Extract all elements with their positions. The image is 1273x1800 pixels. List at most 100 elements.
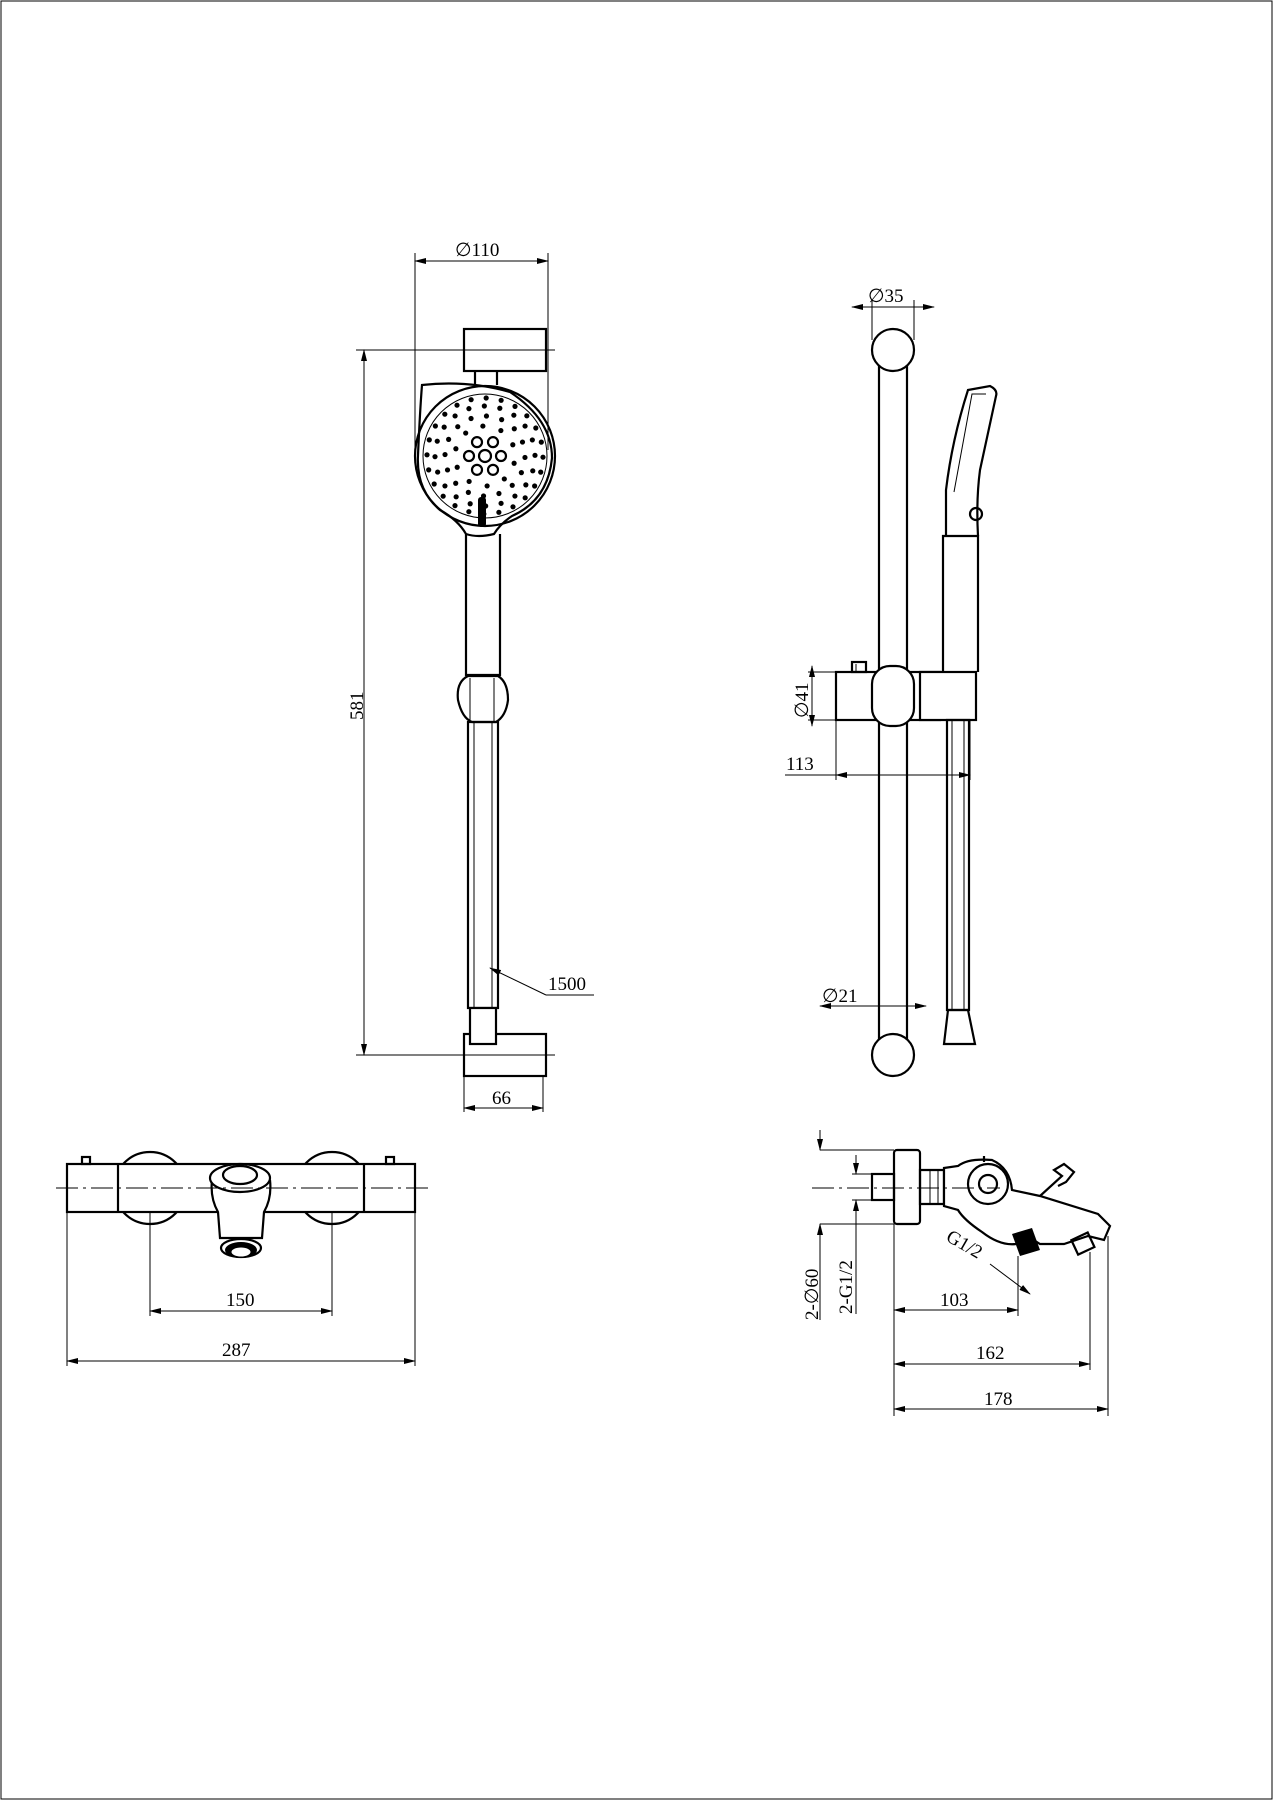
nozzle-dot — [431, 481, 437, 487]
nozzle-dot — [454, 402, 460, 408]
side-handle — [1039, 1162, 1076, 1197]
slider — [456, 674, 510, 724]
nozzle-dot — [512, 403, 518, 409]
nozzle-dot — [497, 405, 503, 411]
nozzle-dot — [532, 483, 538, 489]
nozzle-dot — [454, 464, 460, 470]
nozzle-dot — [499, 417, 505, 423]
nozzle-dot — [470, 463, 484, 476]
nozzle-dot — [424, 452, 430, 458]
nozzle-dot — [467, 501, 473, 507]
nozzle-dot — [441, 424, 447, 430]
dim-178: 178 — [984, 1389, 1013, 1410]
nozzle-dot — [455, 424, 461, 430]
nozzle-dot — [498, 500, 504, 506]
mixer-side-view: 2-∅60 2-G1/2 G1/2 103 162 178 — [802, 1130, 1112, 1416]
outlet-thread — [1012, 1228, 1040, 1256]
nozzle-dot — [529, 437, 535, 443]
dim-mixer-centers: 150 — [226, 1290, 255, 1311]
dim-mixer-total: 287 — [222, 1340, 251, 1361]
nozzle-dot — [483, 413, 490, 419]
nozzle-dot — [510, 504, 516, 510]
nozzle-dot — [435, 469, 441, 475]
mixer-front-view: 150 287 — [56, 1150, 432, 1366]
nozzle-dot — [510, 442, 516, 448]
nozzle-dot — [452, 503, 458, 509]
nozzle-dot — [466, 406, 472, 412]
dim-flange-diameter: 2-∅60 — [802, 1269, 823, 1320]
nozzle-dot — [496, 490, 502, 497]
nozzle-dot — [522, 495, 528, 501]
handle — [464, 534, 502, 677]
nozzle-dot — [465, 489, 471, 495]
nozzle-dot — [468, 415, 474, 422]
nozzle-dot — [519, 439, 526, 445]
nozzle-dot — [532, 452, 538, 458]
nozzle-dot — [533, 425, 539, 431]
side-view: ∅35 ∅41 113 ∅21 — [785, 286, 998, 1078]
nozzle-dot — [540, 454, 546, 460]
nozzle-dot — [509, 482, 515, 488]
dim-handset-offset: 113 — [786, 754, 814, 775]
nozzle-dot — [453, 446, 459, 452]
nozzle-dot — [480, 423, 486, 429]
side-hose — [945, 718, 971, 1012]
nozzle-dot — [486, 463, 500, 476]
nozzle-dot — [466, 509, 472, 515]
nozzle-dot — [522, 423, 528, 429]
nozzle-dot — [442, 483, 448, 489]
dim-rail-diameter: ∅35 — [868, 286, 904, 307]
nozzle-dot — [442, 451, 448, 458]
nozzle-dot — [446, 436, 452, 442]
nozzle-dot — [538, 439, 544, 445]
nozzle-dot — [426, 467, 432, 473]
nozzle-dot — [477, 448, 493, 464]
dim-rail-end-diameter: ∅21 — [822, 986, 858, 1007]
nozzle-dot — [484, 483, 490, 489]
nozzle-dot — [511, 460, 517, 466]
dim-162: 162 — [976, 1343, 1005, 1364]
nozzle-dot — [518, 470, 524, 476]
nozzle-dot — [442, 411, 448, 417]
dim-head-diameter: ∅110 — [455, 240, 499, 261]
nozzle-dot — [432, 423, 438, 429]
nozzle-dot — [496, 509, 502, 515]
nozzle-dot — [452, 413, 458, 419]
nozzle-dot — [462, 449, 476, 463]
nozzle-dot — [426, 437, 432, 443]
nozzle-dot — [501, 476, 507, 482]
rail-bottom-end — [870, 1032, 916, 1078]
nozzle-dot — [498, 427, 504, 434]
nozzle-dot — [523, 482, 529, 488]
nozzle-dot — [453, 494, 459, 500]
nozzle-dot — [470, 436, 484, 449]
side-flange — [892, 1148, 922, 1226]
side-handset — [941, 534, 980, 672]
nozzle-dot — [498, 397, 504, 403]
nozzle-dot — [463, 430, 469, 436]
rail-top-end — [870, 327, 916, 373]
nozzle-dot — [538, 469, 544, 475]
dim-rail-height: 581 — [347, 692, 368, 721]
shower-head — [413, 382, 557, 538]
dim-bracket-width: 66 — [492, 1088, 511, 1109]
nozzle-dot — [466, 478, 472, 485]
nozzle-dot — [453, 480, 459, 486]
nozzle-dot — [444, 467, 451, 473]
nozzle-dot — [440, 493, 446, 499]
nozzle-dot — [483, 395, 489, 401]
nozzle-dot — [524, 413, 530, 419]
front-view: ∅110 581 1500 66 — [347, 240, 594, 1112]
dim-inlet-thread: 2-G1/2 — [836, 1260, 857, 1314]
dim-slider-diameter: ∅41 — [792, 682, 813, 718]
nozzle-dot — [468, 397, 474, 403]
rail — [466, 720, 500, 1010]
nozzle-dot — [530, 468, 536, 474]
dim-outlet-thread: G1/2 — [943, 1226, 986, 1263]
nozzle-dot — [511, 412, 517, 418]
nozzle-dot — [434, 438, 440, 444]
nozzle-dot — [494, 449, 508, 463]
